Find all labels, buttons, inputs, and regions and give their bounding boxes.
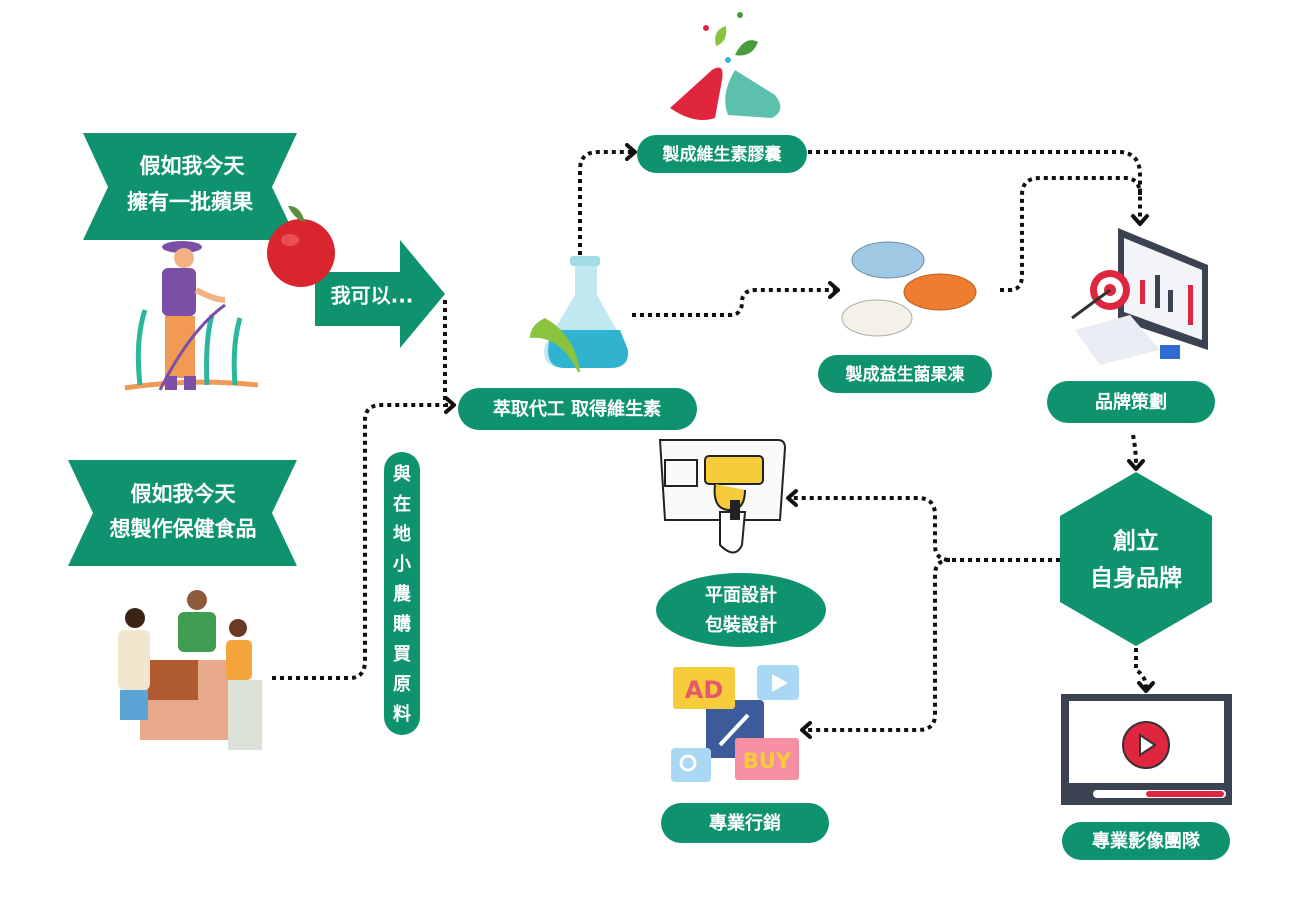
node-extract: 萃取代工 取得維生素: [458, 388, 697, 430]
banner-text: 想製作保健食品: [110, 517, 257, 541]
play-icon: [772, 674, 788, 692]
vertical-label-char: 原: [393, 674, 411, 695]
flask-illustration: [530, 256, 629, 372]
arrowhead: [625, 143, 637, 161]
connector-flask-to-jelly: [632, 288, 836, 317]
vertical-label-char: 購: [392, 613, 411, 635]
connector-create-to-marketing: [806, 558, 951, 732]
node-brand-plan: 品牌策劃: [1047, 381, 1215, 423]
node-label: 包裝設計: [705, 614, 777, 636]
node-design: 平面設計 包裝設計: [656, 573, 826, 647]
node-label: 自身品牌: [1090, 565, 1182, 592]
vertical-label-char: 買: [393, 644, 411, 665]
node-label: 製成益生菌果凍: [845, 364, 966, 385]
node-marketing: 專業行銷: [661, 803, 829, 843]
banner-text: 假如我今天: [140, 154, 246, 178]
node-create-brand: 創立 自身品牌: [1060, 472, 1212, 646]
tablets-illustration: [841, 241, 977, 337]
apple-illustration: [267, 205, 335, 287]
arrowhead: [444, 396, 456, 414]
connector-create-to-video: [1134, 648, 1148, 689]
node-label: 萃取代工 取得維生素: [493, 398, 661, 420]
ad-icon: AD: [685, 676, 724, 704]
arrowhead: [828, 281, 840, 299]
node-label: 專業影像團隊: [1092, 830, 1201, 852]
banner-text: 假如我今天: [131, 482, 237, 506]
connectors: [272, 143, 1155, 739]
marketing-illustration: AD BUY: [671, 665, 799, 782]
arrowhead: [1127, 459, 1145, 471]
video-player-illustration: [1061, 694, 1232, 805]
market-illustration: [118, 590, 262, 750]
vertical-label-char: 在: [393, 493, 411, 515]
node-label: 品牌策劃: [1095, 391, 1167, 413]
vertical-label-char: 農: [393, 584, 412, 605]
connector-jelly-to-brand: [1000, 176, 1142, 292]
big-arrow: 我可以...: [315, 240, 445, 348]
vertical-label-char: 小: [393, 554, 411, 575]
banner-health-food: 假如我今天 想製作保健食品: [68, 460, 297, 566]
play-icon: [1139, 733, 1157, 757]
connector-plan-to-create: [1131, 434, 1138, 467]
node-label: 專業行銷: [709, 812, 781, 834]
connector-capsule-to-brand: [808, 150, 1142, 222]
capsule-illustration: [670, 12, 781, 121]
connector-arrow-to-extract: [443, 300, 452, 407]
connector-create-to-design: [792, 496, 1060, 562]
arrowhead: [1131, 214, 1149, 226]
vertical-label-char: 料: [393, 703, 411, 725]
monitor-chart-illustration: [1071, 228, 1208, 365]
arrow-label: 我可以...: [331, 284, 414, 308]
node-label: 創立: [1113, 528, 1159, 555]
arrowhead: [1137, 681, 1155, 693]
farmer-illustration: [124, 241, 259, 391]
vertical-label-char: 地: [393, 523, 411, 545]
search-icon: [679, 754, 697, 772]
arrowhead: [786, 489, 798, 507]
arrowhead: [800, 721, 812, 739]
connector-flask-to-capsule: [578, 150, 632, 255]
banner-apples: 假如我今天 擁有一批蘋果: [83, 133, 297, 240]
node-capsule: 製成維生素膠囊: [637, 135, 807, 173]
node-video: 專業影像團隊: [1062, 822, 1230, 860]
design-illustration: [658, 439, 787, 554]
buy-icon: BUY: [743, 749, 792, 773]
node-label: 平面設計: [705, 584, 777, 606]
banner-text: 擁有一批蘋果: [127, 190, 253, 214]
node-jelly: 製成益生菌果凍: [818, 355, 992, 393]
connector-market-to-extract: [272, 403, 440, 680]
node-label: 製成維生素膠囊: [662, 144, 782, 165]
vertical-label-char: 與: [393, 463, 411, 485]
